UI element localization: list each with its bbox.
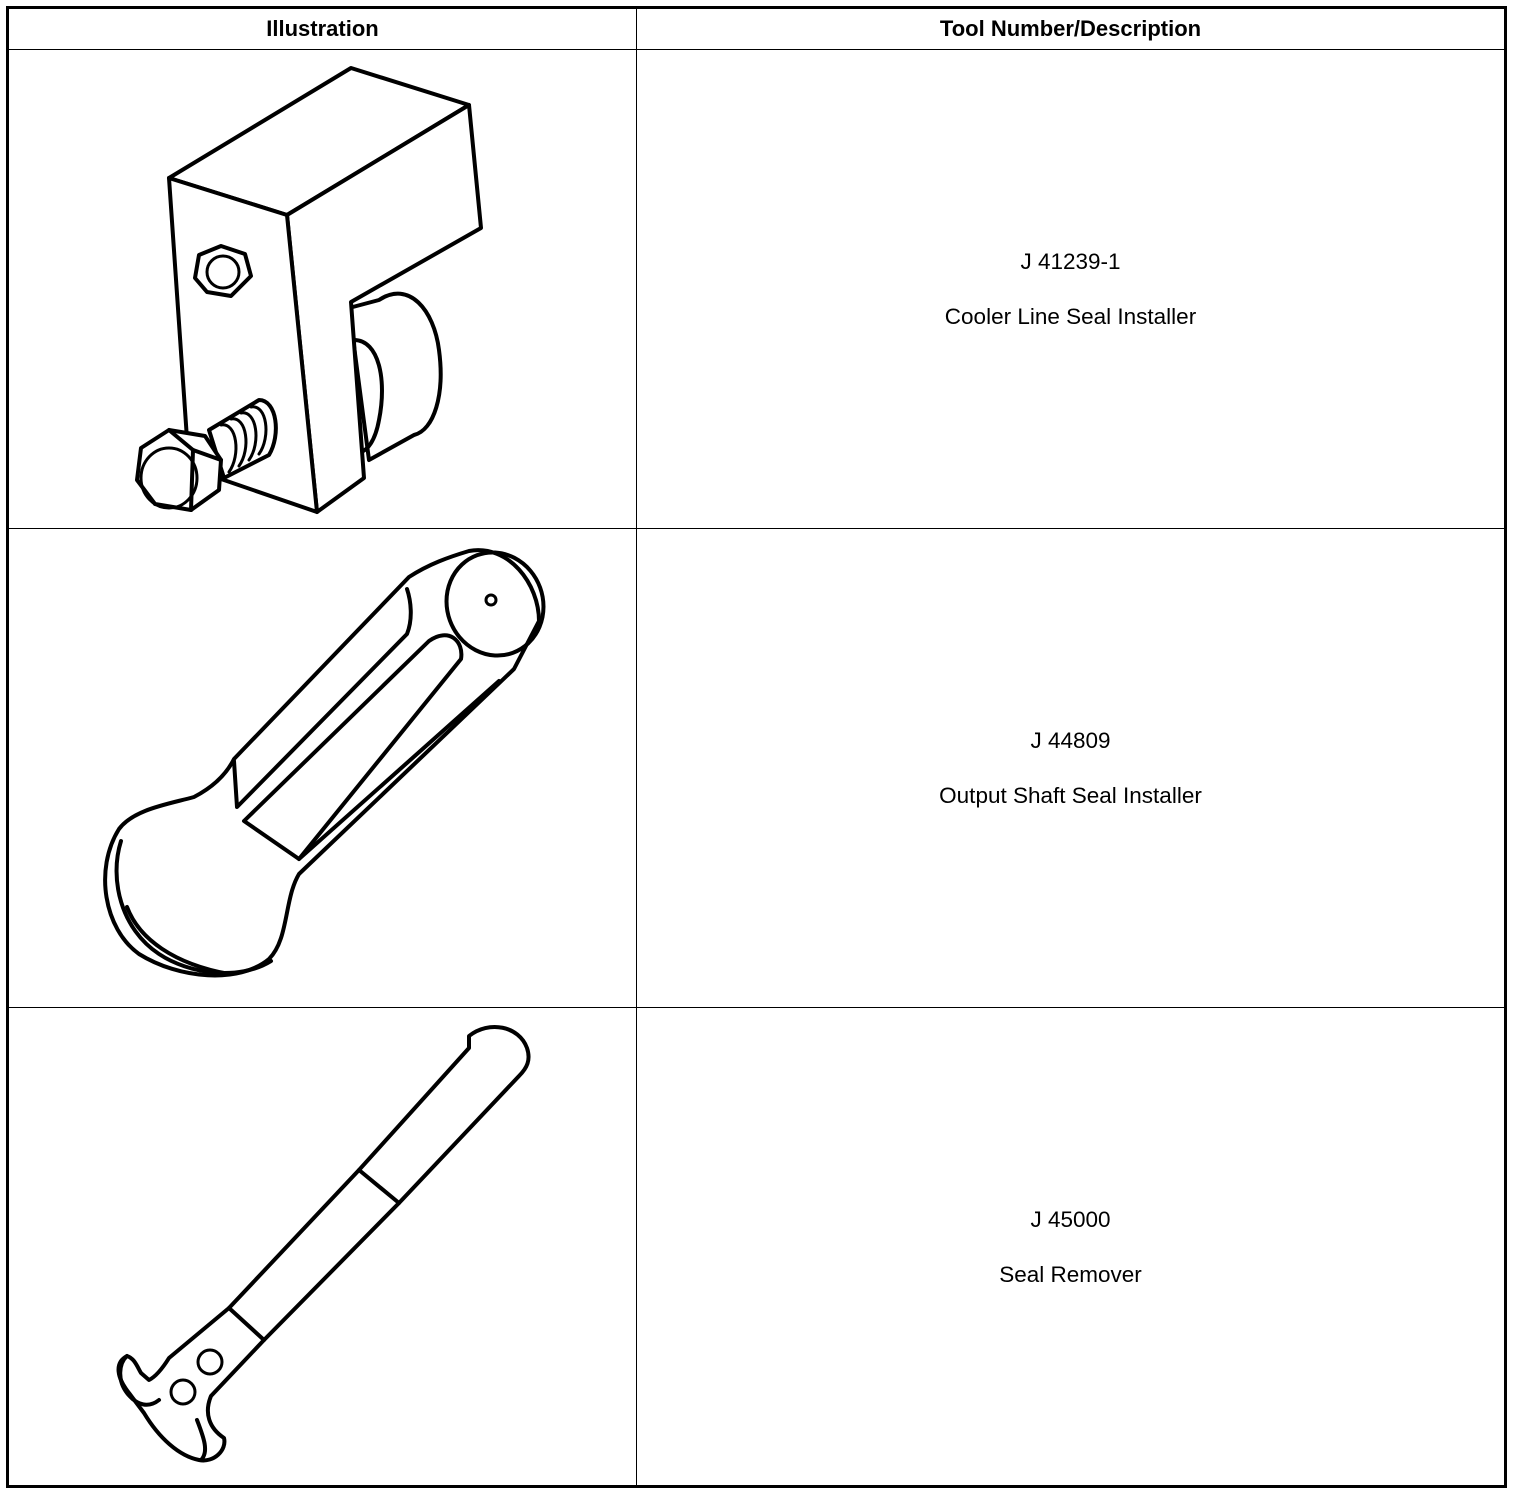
tool-description: Seal Remover	[999, 1261, 1142, 1287]
illustration-cell	[7, 1007, 637, 1487]
description-cell: J 41239-1 Cooler Line Seal Installer	[636, 49, 1506, 529]
table-row: J 41239-1 Cooler Line Seal Installer	[7, 49, 1506, 529]
illustration-cell	[7, 49, 637, 529]
cooler-line-seal-installer-drawing	[135, 66, 483, 514]
tool-number: J 45000	[1030, 1206, 1111, 1232]
table-row: J 45000 Seal Remover	[7, 1007, 1506, 1487]
description-cell: J 44809 Output Shaft Seal Installer	[636, 528, 1506, 1008]
header-row: Illustration Tool Number/Description	[7, 7, 1506, 50]
header-tool-number-description: Tool Number/Description	[636, 7, 1506, 50]
special-tools-table: Illustration Tool Number/Description	[6, 6, 1507, 1488]
header-illustration: Illustration	[7, 7, 637, 50]
tool-number: J 41239-1	[1020, 249, 1121, 274]
illustration-cell	[7, 528, 637, 1008]
description-cell: J 45000 Seal Remover	[636, 1007, 1506, 1487]
tool-description: Output Shaft Seal Installer	[939, 783, 1202, 808]
table-row: J 44809 Output Shaft Seal Installer	[7, 528, 1506, 1008]
tool-description: Cooler Line Seal Installer	[944, 304, 1197, 329]
output-shaft-seal-installer-drawing	[103, 548, 546, 978]
seal-remover-drawing	[116, 1025, 531, 1463]
tool-number: J 44809	[1030, 728, 1111, 753]
